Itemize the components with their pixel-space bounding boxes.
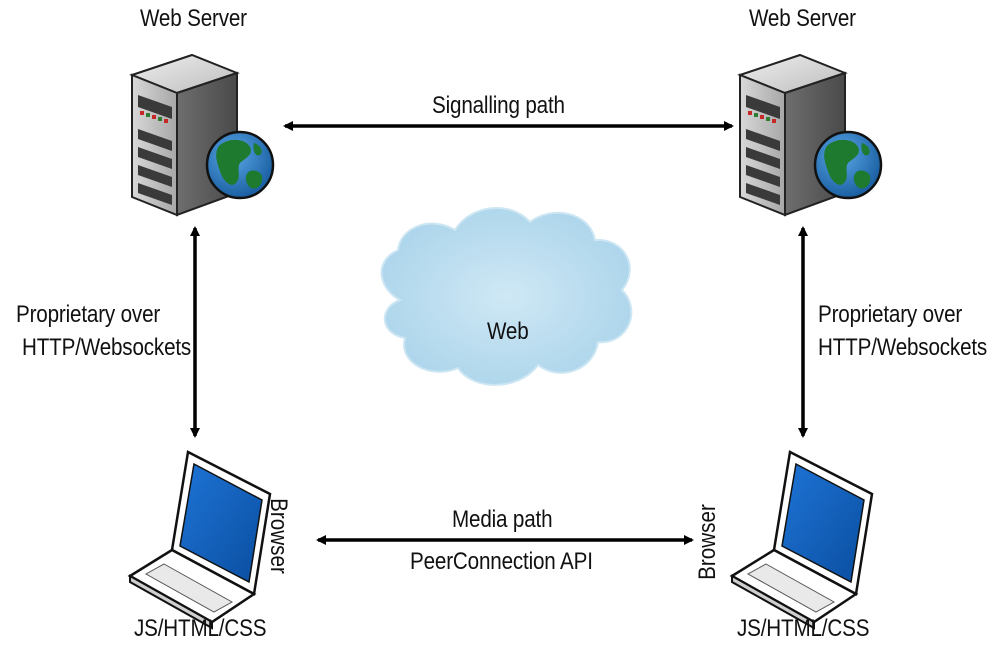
right-server-title: Web Server [749, 5, 856, 32]
left-browser-caption: JS/HTML/CSS [134, 615, 267, 642]
media-path-label: Media path [452, 506, 553, 533]
left-globe-icon [205, 130, 275, 200]
left-laptop-icon [128, 450, 272, 630]
left-server-title: Web Server [140, 5, 247, 32]
left-browser-side-label: Browser [265, 498, 293, 574]
right-link-line1: Proprietary over [818, 301, 963, 328]
right-globe-icon [813, 130, 883, 200]
left-link-line2: HTTP/Websockets [22, 334, 192, 361]
right-browser-caption: JS/HTML/CSS [737, 615, 870, 642]
right-laptop-icon [730, 450, 874, 630]
signalling-path-label: Signalling path [432, 92, 565, 119]
peerconnection-label: PeerConnection API [410, 548, 593, 575]
cloud-label: Web [487, 318, 529, 345]
right-link-line2: HTTP/Websockets [818, 334, 988, 361]
left-link-line1: Proprietary over [16, 301, 161, 328]
web-cloud [380, 207, 633, 386]
right-browser-side-label: Browser [694, 504, 722, 580]
